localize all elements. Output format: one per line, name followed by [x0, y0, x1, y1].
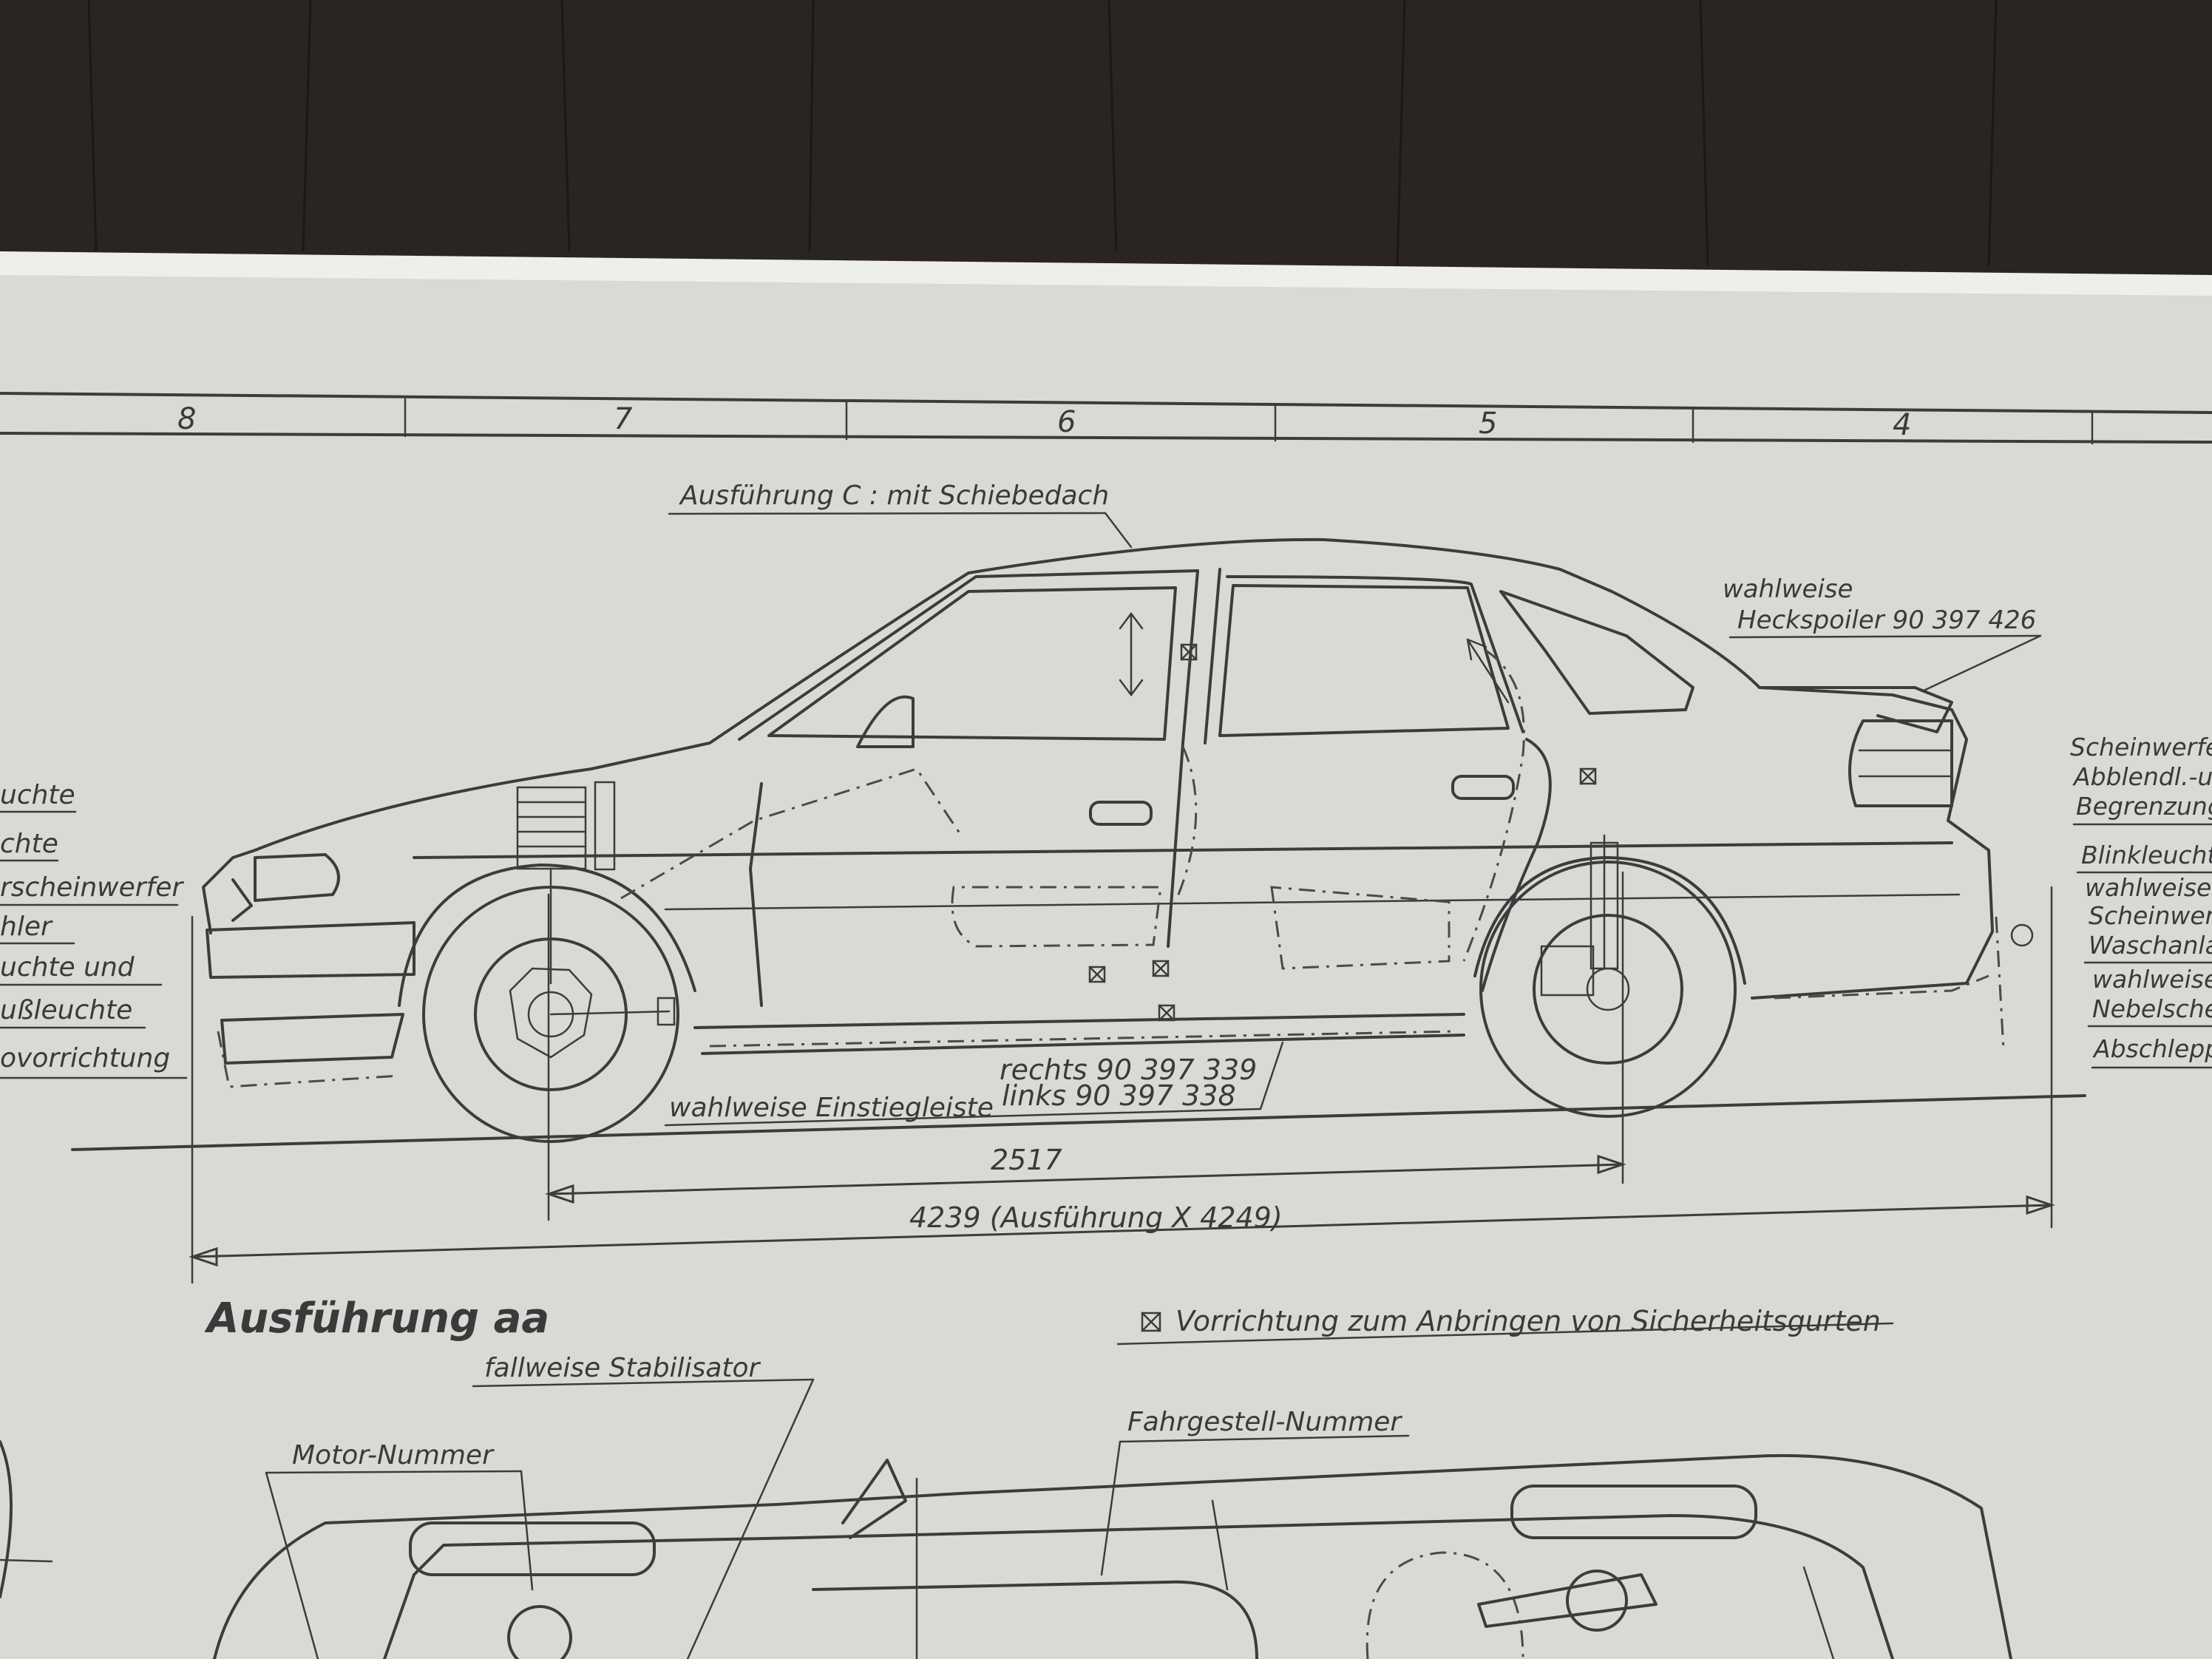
- right-label-6: Scheinwerf: [2089, 901, 2212, 930]
- paper-sheet: [0, 275, 2212, 1659]
- left-label-3: rscheinwerfer: [0, 872, 184, 903]
- grid-number-5: 5: [1479, 407, 1497, 441]
- section-title: Ausführung aa: [204, 1295, 549, 1343]
- wood-grain: [87, 0, 1998, 267]
- left-label-2: chte: [0, 829, 58, 859]
- car-side-view: [202, 537, 2034, 1143]
- right-label-7: Waschanla: [2089, 931, 2212, 960]
- grid-number-8: 8: [177, 402, 196, 436]
- legend-text: Vorrichtung zum Anbringen von Sicherheit…: [1175, 1305, 1881, 1337]
- left-label-1: uchte: [0, 780, 75, 810]
- chassis-number-label: Fahrgestell-Nummer: [1127, 1407, 1402, 1437]
- motor-number-label: Motor-Nummer: [292, 1440, 495, 1470]
- spoiler-label-line2: Heckspoiler 90 397 426: [1737, 605, 2036, 635]
- car-top-view-partial: [213, 1453, 2012, 1659]
- sill-left-label: links 90 397 338: [1002, 1079, 1236, 1112]
- right-label-1: Scheinwerfe: [2070, 733, 2212, 761]
- right-label-2: Abblendl.-u: [2072, 762, 2212, 791]
- sunroof-label: Ausführung C : mit Schiebedach: [679, 481, 1109, 511]
- overall-length-dimension: 4239 (Ausführung X 4249): [909, 1201, 1283, 1234]
- grid-border: [0, 392, 2212, 445]
- wheelbase-dimension: 2517: [991, 1144, 1062, 1176]
- right-label-3: Begrenzung: [2076, 792, 2212, 821]
- right-label-8: wahlweise: [2092, 965, 2212, 994]
- belt-anchor-symbols: [1088, 643, 1597, 1022]
- right-label-9: Nebelschei: [2092, 994, 2212, 1023]
- left-label-4: hler: [0, 912, 53, 942]
- grid-number-6: 6: [1057, 405, 1076, 439]
- right-label-10: Abschlepp: [2092, 1034, 2212, 1063]
- left-edge-partial-wheel: [0, 1440, 13, 1598]
- stabilizer-label: fallweise Stabilisator: [484, 1353, 761, 1383]
- ground-line: [71, 1094, 2086, 1151]
- grid-number-4: 4: [1893, 408, 1911, 442]
- right-labels: Scheinwerfe Abblendl.-u Begrenzung Blink…: [2070, 733, 2212, 1069]
- sill-right-label: rechts 90 397 339: [1000, 1054, 1257, 1086]
- dimension-lines: [189, 871, 2055, 1284]
- belt-anchor-legend-icon: [1141, 1312, 1161, 1332]
- spoiler-label-line1: wahlweise: [1723, 574, 1853, 604]
- left-labels: uchte chte rscheinwerfer hler uchte und …: [0, 780, 188, 1079]
- left-label-5: uchte und: [0, 952, 135, 983]
- grid-number-7: 7: [614, 402, 633, 436]
- right-label-5: wahlweise: [2085, 873, 2211, 902]
- left-label-7: ovorrichtung: [0, 1043, 170, 1073]
- right-label-4: Blinkleucht: [2081, 841, 2212, 869]
- left-label-6: ußleuchte: [0, 995, 132, 1025]
